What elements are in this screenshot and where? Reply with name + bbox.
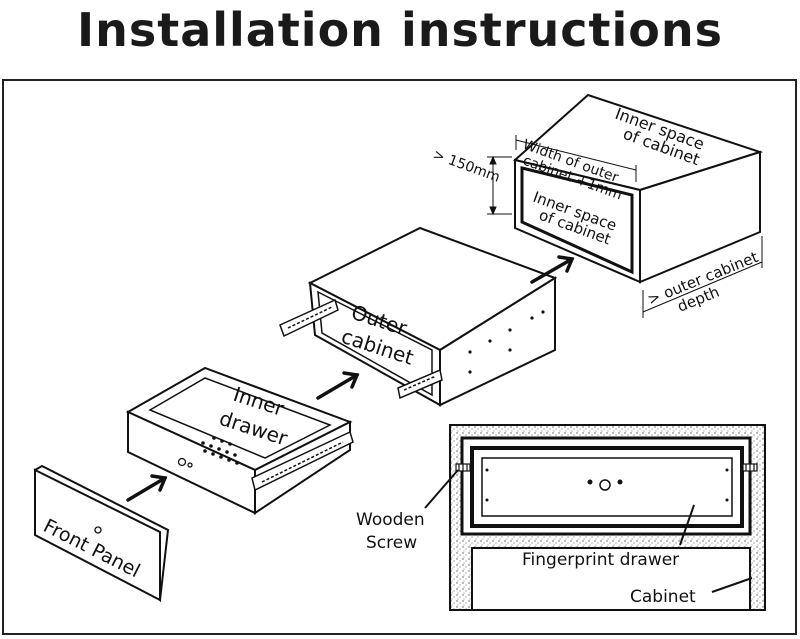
inner-drawer-lock: [177, 457, 193, 468]
cavity-opening: [520, 166, 634, 275]
inner-drawer-rail: [251, 430, 354, 492]
outer-rail-left: [279, 298, 339, 338]
cabinet-leader: [711, 577, 753, 593]
fingerprint-drawer-label: Fingerprint drawer: [522, 550, 679, 570]
wooden-screw-label-1: Wooden: [356, 510, 425, 530]
fingerprint-drawer-leader: [679, 504, 695, 546]
arrow-panel-to-drawer: [126, 474, 168, 502]
inner-drawer-front: [127, 410, 256, 515]
height-min-label: > 150mm: [431, 147, 502, 186]
wooden-screw-left: [455, 463, 471, 472]
diagram-frame: [2, 79, 797, 635]
cabinet-label: Cabinet: [630, 587, 696, 607]
front-panel: [33, 464, 170, 603]
wooden-screw-label-2: Screw: [366, 533, 417, 553]
lower-cavity: [471, 547, 751, 611]
arrow-drawer-to-cabinet: [316, 371, 360, 400]
arrow-cabinet-to-cavity: [530, 255, 575, 284]
wooden-screw-right: [742, 463, 758, 472]
height-dimension: [487, 155, 512, 216]
fingerprint-sensor: [599, 479, 611, 491]
outer-cabinet-holes: [468, 310, 545, 374]
page-title: Installation instructions: [76, 3, 724, 57]
width-dimension: [515, 135, 637, 182]
outer-cabinet: [307, 226, 558, 407]
cabinet-cavity: [512, 93, 764, 284]
wooden-screw-leader: [424, 469, 459, 509]
inner-drawer-keypad: [201, 436, 239, 465]
depth-dimension: [642, 236, 763, 318]
installed-view: [424, 424, 766, 611]
outer-rail-right: [397, 368, 443, 400]
